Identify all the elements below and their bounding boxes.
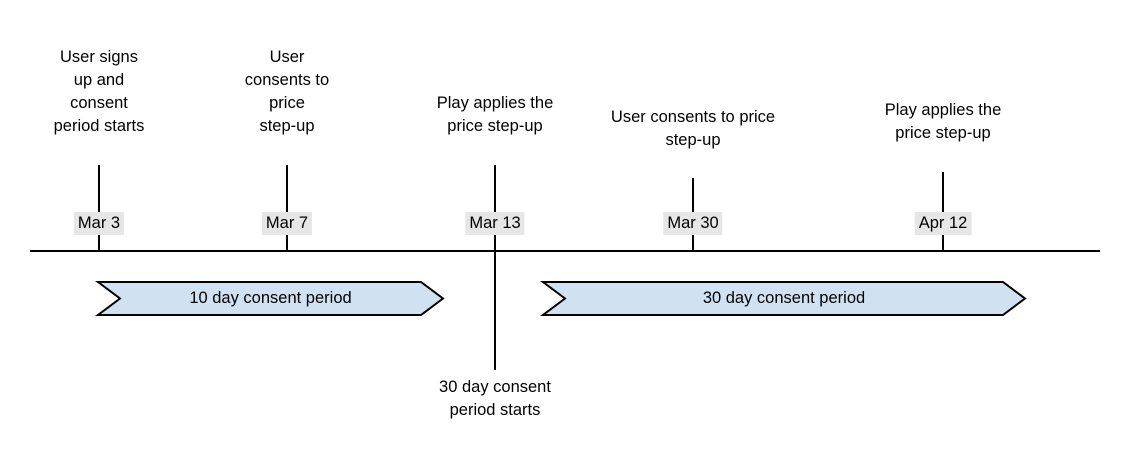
- date-chip-mar-13: Mar 13: [465, 212, 525, 235]
- event-caption-mar-13: Play applies the price step-up: [436, 94, 554, 135]
- timeline-axis: [30, 250, 1100, 252]
- date-chip-apr-12: Apr 12: [914, 212, 972, 235]
- period-bar-10-day-shape: [95, 281, 445, 316]
- period-bar-10-day: 10 day consent period: [95, 281, 445, 316]
- chevron-shape: [95, 281, 445, 316]
- tick-mar-3: [98, 165, 100, 250]
- date-chip-mar-7: Mar 7: [261, 212, 313, 235]
- chevron-shape: [540, 281, 1027, 316]
- tick-apr-12: [942, 172, 944, 250]
- tick-mar-13: [494, 165, 496, 250]
- date-chip-mar-3: Mar 3: [73, 212, 125, 235]
- tick-mar-7: [286, 165, 288, 250]
- period-bar-30-day: 30 day consent period: [540, 281, 1027, 316]
- tick-mar-13-below: [494, 250, 496, 370]
- below-annotation-mar-13: 30 day consent period starts: [439, 378, 551, 419]
- event-caption-mar-30: User consents to price step-up: [610, 108, 776, 149]
- period-bar-30-day-shape: [540, 281, 1027, 316]
- event-caption-mar-7: User consents to price step-up: [244, 48, 330, 135]
- event-caption-mar-3: User signs up and consent period starts: [53, 48, 145, 135]
- event-caption-apr-12: Play applies the price step-up: [884, 101, 1002, 142]
- date-chip-mar-30: Mar 30: [663, 212, 723, 235]
